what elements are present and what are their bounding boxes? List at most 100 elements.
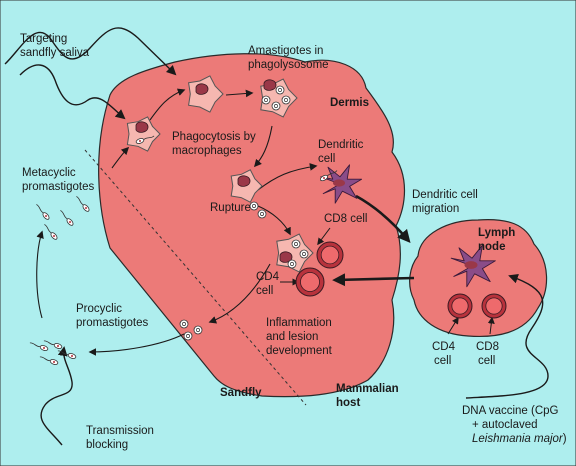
label-ln-cd8: CD8 cell: [476, 341, 499, 367]
svg-text:development: development: [266, 345, 333, 357]
amastigote-icon: [275, 85, 285, 95]
svg-text:DNA vaccine (CpG: DNA vaccine (CpG: [462, 405, 559, 417]
svg-text:phagolysosome: phagolysosome: [248, 59, 329, 71]
amastigote-icon: [271, 101, 281, 111]
svg-text:CD8: CD8: [476, 341, 499, 353]
label-cd4-cell: CD4 cell: [256, 271, 280, 297]
svg-text:cell: cell: [478, 355, 495, 367]
label-phagocytosis: Phagocytosis by macrophages: [172, 131, 256, 157]
macrophage-icon: [126, 116, 161, 152]
amastigote-icon: [261, 95, 271, 105]
amastigote-icon: [287, 259, 297, 269]
label-dna-vaccine: DNA vaccine (CpG + autoclaved Leishmania…: [462, 405, 567, 445]
svg-text:promastigotes: promastigotes: [76, 317, 148, 329]
svg-text:blocking: blocking: [86, 439, 128, 451]
arrow-rupture-to-dendritic: [257, 163, 318, 191]
label-dendritic-cell: Dendritic cell: [318, 139, 364, 165]
svg-text:host: host: [336, 397, 360, 409]
promastigote-icon: [36, 204, 50, 220]
label-cd8-cell: CD8 cell: [324, 213, 367, 225]
wavy-arrow-icon: [4, 27, 177, 76]
svg-text:Amastigotes in: Amastigotes in: [248, 45, 323, 57]
arrow-promastigote-to-macrophage: [111, 146, 130, 169]
dendritic-cell-icon: [320, 164, 363, 204]
amastigote-icon: [179, 319, 189, 329]
promastigote-icon: [39, 356, 59, 365]
t-cell-icon: [447, 293, 473, 319]
promastigote-icon: [43, 340, 63, 349]
host-sandfly-divider: [84, 149, 307, 406]
label-inflammation: Inflammation and lesion development: [266, 317, 333, 357]
amastigote-icon: [183, 331, 193, 341]
arrow-to-rupture: [253, 125, 273, 168]
lymph-node-region: [409, 219, 548, 338]
svg-text:cell: cell: [256, 285, 273, 297]
arrow-cd8-to-cell: [317, 227, 331, 246]
dendritic-migration-arrow: [355, 194, 411, 243]
macrophage-icon: [276, 233, 314, 273]
svg-text:cell: cell: [434, 355, 451, 367]
amastigote-icon: [299, 249, 309, 259]
svg-text:Procyclic: Procyclic: [76, 303, 122, 315]
promastigote-icon: [44, 224, 58, 240]
arrow-to-sandfly: [208, 263, 271, 324]
label-amastigotes: Amastigotes in phagolysosome: [248, 45, 329, 71]
svg-text:Lymph: Lymph: [478, 227, 515, 239]
svg-text:Leishmania major): Leishmania major): [472, 433, 567, 445]
svg-text:Targeting: Targeting: [20, 33, 67, 45]
arrow-to-procyclic: [88, 333, 185, 356]
macrophage-icon: [260, 78, 298, 118]
svg-text:CD4: CD4: [432, 341, 456, 353]
svg-text:Inflammation: Inflammation: [266, 317, 332, 329]
svg-text:+ autoclaved: + autoclaved: [472, 419, 538, 431]
svg-text:macrophages: macrophages: [172, 145, 242, 157]
label-dc-migration: Dendritic cell migration: [412, 189, 478, 215]
label-lymph-node: Lymph node: [478, 227, 515, 253]
macrophage-icon: [188, 75, 224, 113]
arrow-to-amastigote-stage: [149, 88, 186, 121]
label-dermis: Dermis: [330, 97, 369, 109]
svg-text:migration: migration: [412, 203, 459, 215]
label-sandfly: Sandfly: [220, 387, 262, 399]
label-ln-cd4: CD4 cell: [432, 341, 456, 367]
promastigote-icon: [319, 170, 338, 182]
arrow-procyclic-to-metacyclic: [36, 230, 44, 319]
label-targeting: Targeting sandfly saliva: [20, 33, 90, 59]
arrow-ln-cd4: [447, 316, 459, 335]
svg-text:Mammalian: Mammalian: [336, 383, 399, 395]
svg-text:Phagocytosis by: Phagocytosis by: [172, 131, 256, 143]
svg-text:Transmission: Transmission: [86, 425, 154, 437]
promastigote-icon: [76, 196, 90, 212]
arrow-amastigote-multiply: [225, 89, 254, 98]
svg-text:CD4: CD4: [256, 271, 280, 283]
svg-text:sandfly saliva: sandfly saliva: [20, 47, 90, 59]
svg-text:Dendritic: Dendritic: [318, 139, 364, 151]
label-metacyclic: Metacyclic promastigotes: [22, 167, 94, 193]
promastigote-icon: [60, 210, 74, 226]
macrophage-icon: [230, 169, 263, 203]
amastigote-icon: [193, 325, 203, 335]
label-transmission-blocking: Transmission blocking: [86, 425, 154, 451]
amastigote-icon: [257, 209, 267, 219]
wavy-arrow-icon: [19, 64, 126, 120]
t-cell-icon: [316, 241, 344, 269]
wavy-arrow-icon: [40, 346, 73, 446]
arrow-ln-cd8: [487, 316, 495, 335]
label-rupture: Rupture: [210, 202, 251, 214]
wavy-arrow-icon: [465, 273, 549, 399]
svg-text:promastigotes: promastigotes: [22, 181, 94, 193]
svg-text:Metacyclic: Metacyclic: [22, 167, 76, 179]
arrow-rupture-to-macrophage: [257, 205, 291, 236]
svg-text:cell: cell: [318, 153, 335, 165]
svg-text:Dendritic cell: Dendritic cell: [412, 189, 478, 201]
promastigote-icon: [57, 350, 77, 359]
amastigote-icon: [249, 201, 259, 211]
t-cell-icon: [295, 267, 325, 297]
amastigote-icon: [281, 95, 291, 105]
t-cell-icon: [481, 293, 507, 319]
dendritic-cell-icon: [450, 244, 496, 288]
svg-text:node: node: [478, 241, 505, 253]
svg-text:and lesion: and lesion: [266, 331, 318, 343]
